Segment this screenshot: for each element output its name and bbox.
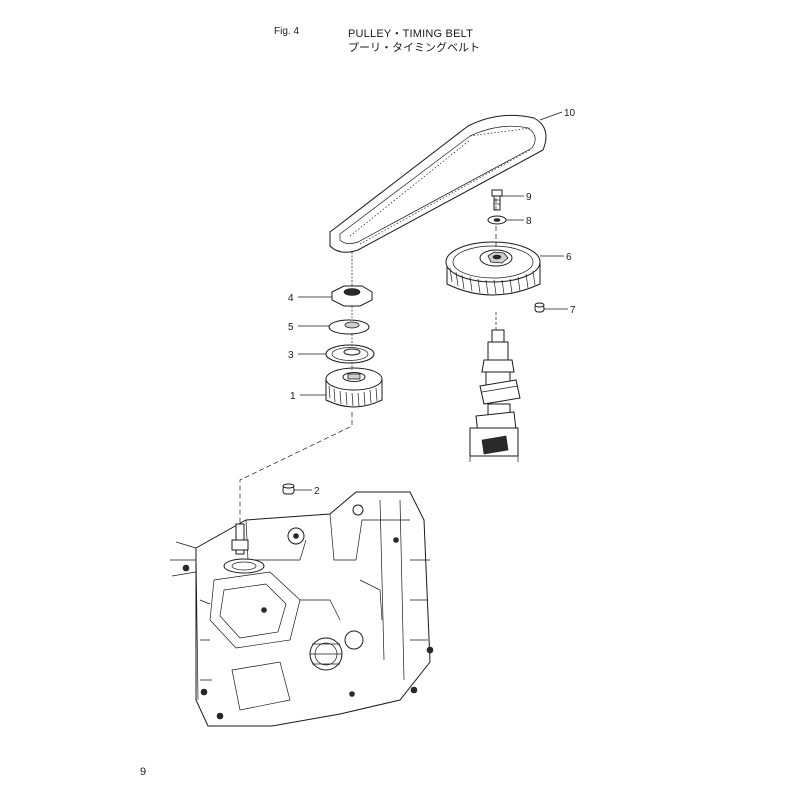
timing-belt (329, 114, 547, 253)
callout-number: 7 (570, 305, 576, 316)
pulley-washer (487, 215, 507, 225)
callout-number: 3 (288, 350, 294, 361)
callout-5: 5 (288, 322, 329, 333)
assembly-guide-lines (239, 198, 497, 524)
camshaft (469, 312, 521, 462)
callout-6: 6 (540, 252, 572, 263)
callout-3: 3 (288, 350, 326, 361)
callout-number: 5 (288, 322, 294, 333)
driven-pulley (445, 241, 541, 296)
callout-2: 2 (294, 486, 320, 497)
callout-9: 9 (502, 192, 532, 203)
callout-number: 4 (288, 293, 294, 304)
callout-1: 1 (290, 391, 326, 402)
page-number: 9 (140, 766, 147, 778)
callout-number: 1 (290, 391, 296, 402)
callout-4: 4 (288, 293, 332, 304)
callout-10: 10 (539, 108, 576, 121)
figure-title-japanese: プーリ・タイミングベルト (348, 41, 480, 54)
callout-7: 7 (544, 305, 576, 316)
engine-block (170, 491, 434, 727)
figure-title-english: PULLEY・TIMING BELT (348, 28, 474, 40)
callout-number: 10 (564, 108, 576, 119)
crank-pulley-nut (331, 285, 373, 307)
lock-washer (328, 319, 370, 335)
drive-pulley (325, 367, 383, 408)
woodruff-key (282, 483, 295, 495)
plate-washer (325, 344, 375, 364)
callout-number: 9 (526, 192, 532, 203)
dowel-pin (534, 302, 545, 313)
callout-number: 8 (526, 216, 532, 227)
callout-8: 8 (506, 216, 532, 227)
pulley-bolt (491, 189, 503, 211)
figure-number: Fig. 4 (274, 26, 300, 37)
callout-number: 6 (566, 252, 572, 263)
callout-number: 2 (314, 486, 320, 497)
